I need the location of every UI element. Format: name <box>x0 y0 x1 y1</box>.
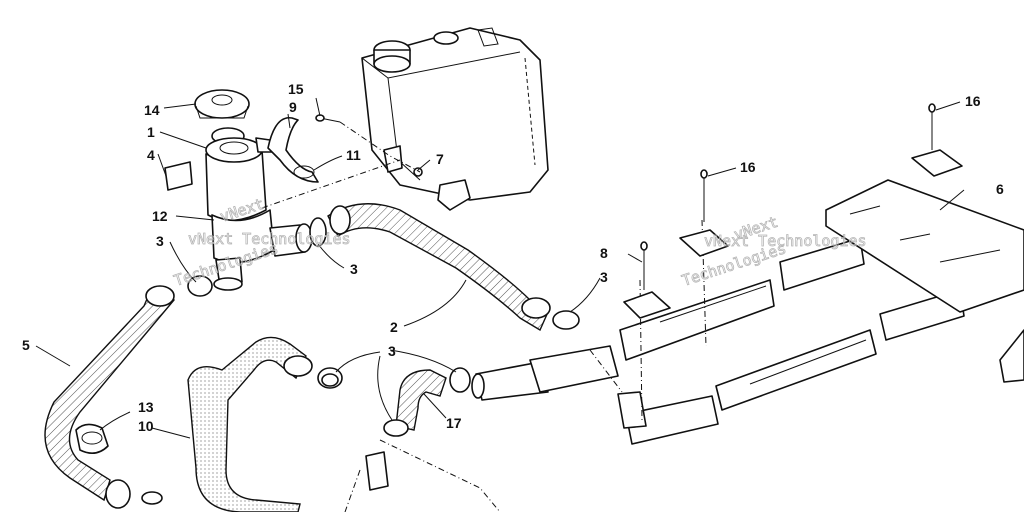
callout-5: 5 <box>22 337 30 353</box>
corrugated-hose <box>187 336 343 513</box>
callout-2: 2 <box>390 319 398 335</box>
pressure-cap <box>194 89 250 119</box>
outlet-tube <box>471 361 549 401</box>
exchanger-plate <box>825 179 1024 313</box>
callout-15: 15 <box>288 81 304 97</box>
overflow-hose <box>267 117 319 183</box>
elbow-hose <box>321 367 471 437</box>
callout-7: 7 <box>436 151 444 167</box>
callout-8: 8 <box>600 245 608 261</box>
callout-10: 10 <box>138 418 154 434</box>
watermark-text: vNext Technologies <box>188 230 351 248</box>
heat-exchangers <box>529 237 965 445</box>
coolant-reservoir <box>361 27 549 211</box>
callout-11: 11 <box>346 147 361 163</box>
callout-1: 1 <box>147 124 155 140</box>
callout-17: 17 <box>446 415 462 431</box>
leader-lines <box>35 97 965 439</box>
fasteners <box>623 103 963 319</box>
watermark-text: vNext Technologies <box>704 232 867 250</box>
callout-4: 4 <box>147 147 155 163</box>
callout-16: 16 <box>740 159 756 175</box>
spring-clamp <box>75 423 109 454</box>
callout-labels: 14 15 9 1 4 11 7 12 3 3 16 16 6 8 3 2 5 … <box>22 81 1004 434</box>
callout-16: 16 <box>965 93 981 109</box>
chassis-frame <box>344 329 1024 513</box>
callout-3: 3 <box>156 233 164 249</box>
callout-14: 14 <box>144 102 160 118</box>
upper-hose <box>327 203 551 332</box>
decal <box>164 161 193 191</box>
callout-6: 6 <box>996 181 1004 197</box>
hose-clamps-upper <box>187 217 580 330</box>
callout-3: 3 <box>388 343 396 359</box>
callout-13: 13 <box>138 399 154 415</box>
lower-hose <box>44 285 175 509</box>
watermark-group: vNext vNext Technologies Technologies vN… <box>171 194 867 290</box>
callout-9: 9 <box>289 99 297 115</box>
callout-12: 12 <box>152 208 168 224</box>
callout-3: 3 <box>600 269 608 285</box>
callout-3: 3 <box>350 261 358 277</box>
filler-neck-housing <box>205 127 313 291</box>
